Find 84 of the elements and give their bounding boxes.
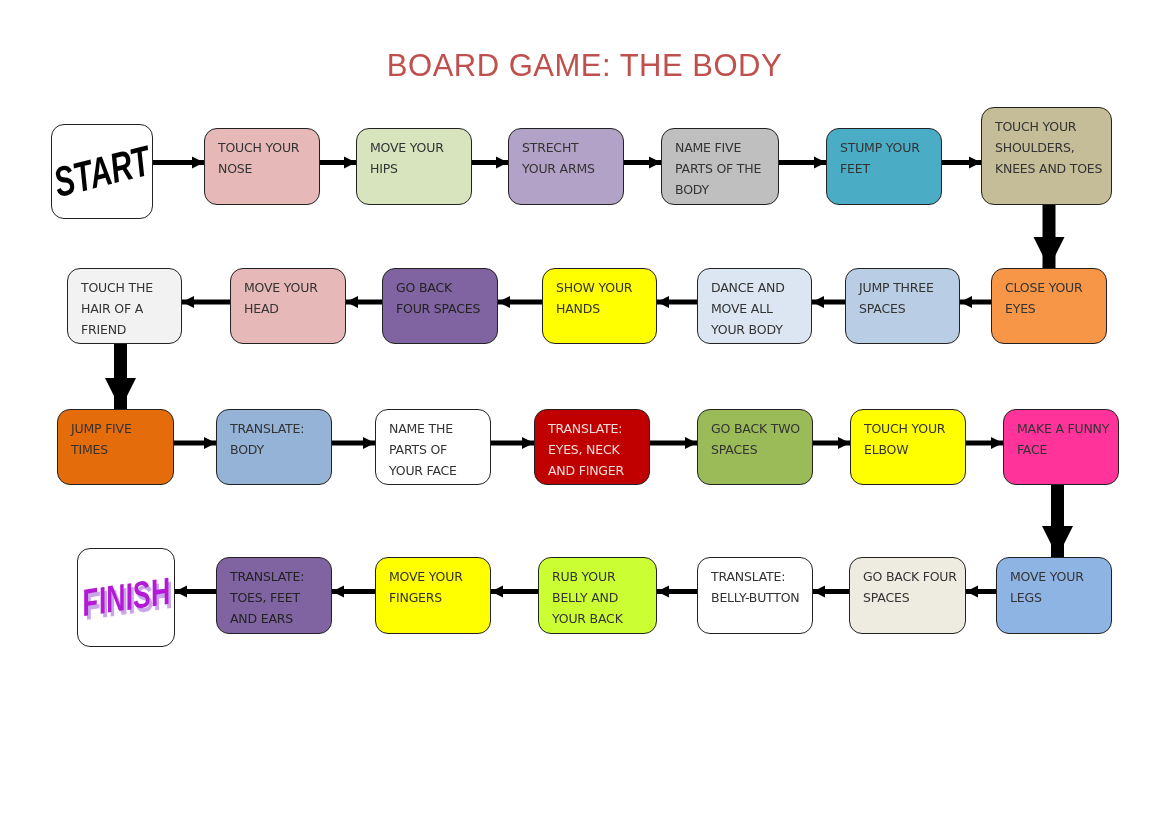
arrow [104,344,137,409]
square-text: NAME FIVE PARTS OF THE BODY [675,139,763,199]
arrow [332,585,375,598]
arrow [657,585,697,598]
arrow [960,296,991,308]
square-text: GO BACK FOUR SPACES [863,568,957,607]
square-text: STUMP YOUR FEET [840,139,921,178]
arrow [491,585,538,598]
game-square [230,268,346,344]
square-text: TRANSLATE: EYES, NECK AND FINGER [548,420,625,480]
arrow [657,296,697,308]
game-square [826,128,942,205]
square-text: JUMP THREE SPACES [859,279,935,318]
wordart-text: START [49,136,155,207]
arrow [498,296,542,308]
square-text: JUMP FIVE TIMES [71,420,133,459]
arrow [174,437,216,449]
arrow [472,156,508,169]
game-square [356,128,472,205]
game-square [981,107,1112,205]
square-text: TRANSLATE: BELLY-BUTTON [711,568,801,607]
game-square [542,268,657,344]
arrow [346,296,382,308]
arrow [813,585,849,598]
square-text: DANCE AND MOVE ALL YOUR BODY [711,279,786,339]
arrow [182,296,230,308]
game-square [216,557,332,634]
square-text: GO BACK TWO SPACES [711,420,801,459]
arrow [491,437,534,449]
arrow [650,437,697,449]
square-text: MOVE YOUR FINGERS [389,568,464,607]
arrow [153,156,204,169]
square-text: CLOSE YOUR EYES [1005,279,1084,318]
game-square [382,268,498,344]
game-square [538,557,657,634]
square-text: TOUCH YOUR SHOULDERS, KNEES AND TOES [995,118,1103,178]
game-square [849,557,966,634]
square-text: NAME THE PARTS OF YOUR FACE [389,420,458,480]
game-square [661,128,779,205]
square-text: MOVE YOUR HEAD [244,279,319,318]
game-square [375,409,491,485]
arrow [942,156,981,169]
game-square [204,128,320,205]
arrow [1041,485,1074,557]
square-text: TRANSLATE: TOES, FEET AND EARS [230,568,306,628]
game-square [697,409,813,485]
square-text: MAKE A FUNNY FACE [1017,420,1110,459]
square-text: TOUCH YOUR ELBOW [864,420,947,459]
wordart-text: FINISH [79,569,173,626]
game-square [1003,409,1119,485]
arrow [966,437,1003,449]
game-square [216,409,332,485]
arrow [175,585,216,598]
arrow [813,437,850,449]
game-square [697,557,813,634]
square-text: SHOW YOUR HANDS [556,279,634,318]
arrow [966,585,996,598]
square-text: TRANSLATE: BODY [230,420,306,459]
game-square [67,268,182,344]
arrow [779,156,826,169]
square-text: TOUCH THE HAIR OF A FRIEND [81,279,154,339]
game-square [697,268,812,344]
game-square [534,409,650,485]
arrow [332,437,375,449]
square-text: STRECHT YOUR ARMS [522,139,596,178]
arrow [1033,205,1065,268]
game-square [850,409,966,485]
arrow [320,156,356,169]
square-text: TOUCH YOUR NOSE [218,139,301,178]
finish-square [77,548,175,647]
arrow [812,296,845,308]
game-square [845,268,960,344]
game-square [508,128,624,205]
square-text: GO BACK FOUR SPACES [396,279,482,318]
game-square [991,268,1107,344]
square-text: MOVE YOUR HIPS [370,139,445,178]
start-square [51,124,153,219]
square-text: RUB YOUR BELLY AND YOUR BACK [552,568,624,628]
game-square [57,409,174,485]
square-text: MOVE YOUR LEGS [1010,568,1085,607]
title: BOARD GAME: THE BODY [385,48,784,84]
game-square [996,557,1112,634]
arrow [624,156,661,169]
game-square [375,557,491,634]
